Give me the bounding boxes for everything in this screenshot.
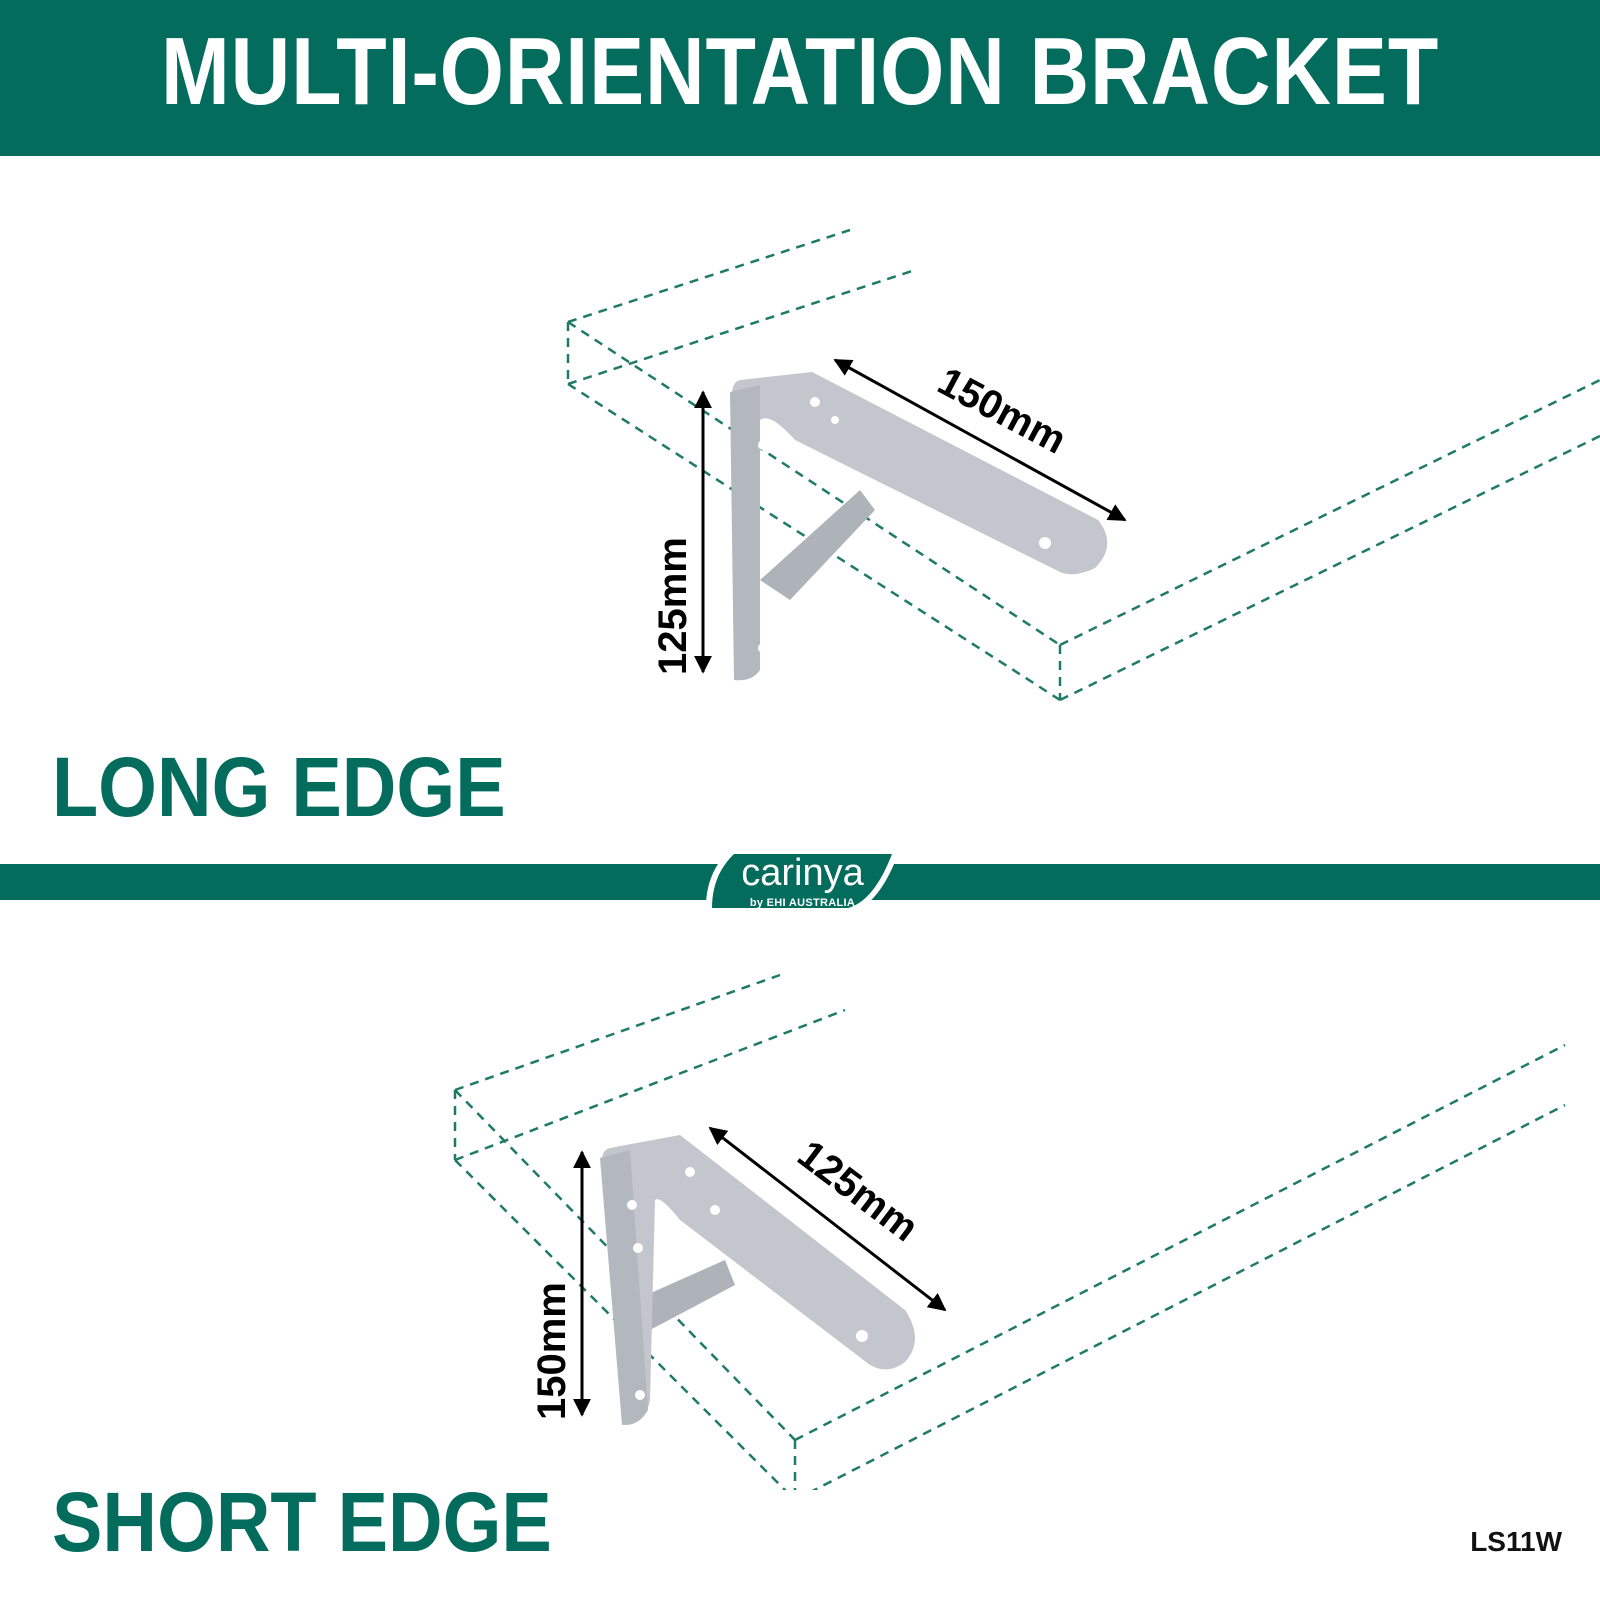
header-banner: MULTI-ORIENTATION BRACKET (0, 0, 1600, 156)
short-edge-label: SHORT EDGE (52, 1475, 552, 1569)
page-title: MULTI-ORIENTATION BRACKET (160, 18, 1440, 125)
long-edge-diagram: 150mm 125mm (566, 228, 1600, 702)
vertical-dimension-label: 150mm (530, 1282, 574, 1420)
carinya-logo: carinya by EHI AUSTRALIA (700, 845, 905, 917)
model-code: LS11W (1470, 1526, 1562, 1557)
horizontal-dimension-arrow (833, 358, 1127, 522)
logo-tagline: by EHI AUSTRALIA (749, 897, 856, 909)
horizontal-dimension-arrow (708, 1126, 947, 1312)
long-edge-label: LONG EDGE (52, 740, 506, 834)
short-edge-diagram: 125mm 150mm (453, 973, 1566, 1490)
vertical-dimension-label: 125mm (651, 537, 695, 675)
horizontal-dimension-label: 125mm (790, 1132, 927, 1250)
logo-wordmark: carinya (741, 852, 864, 894)
shelf-outline (566, 228, 1600, 702)
